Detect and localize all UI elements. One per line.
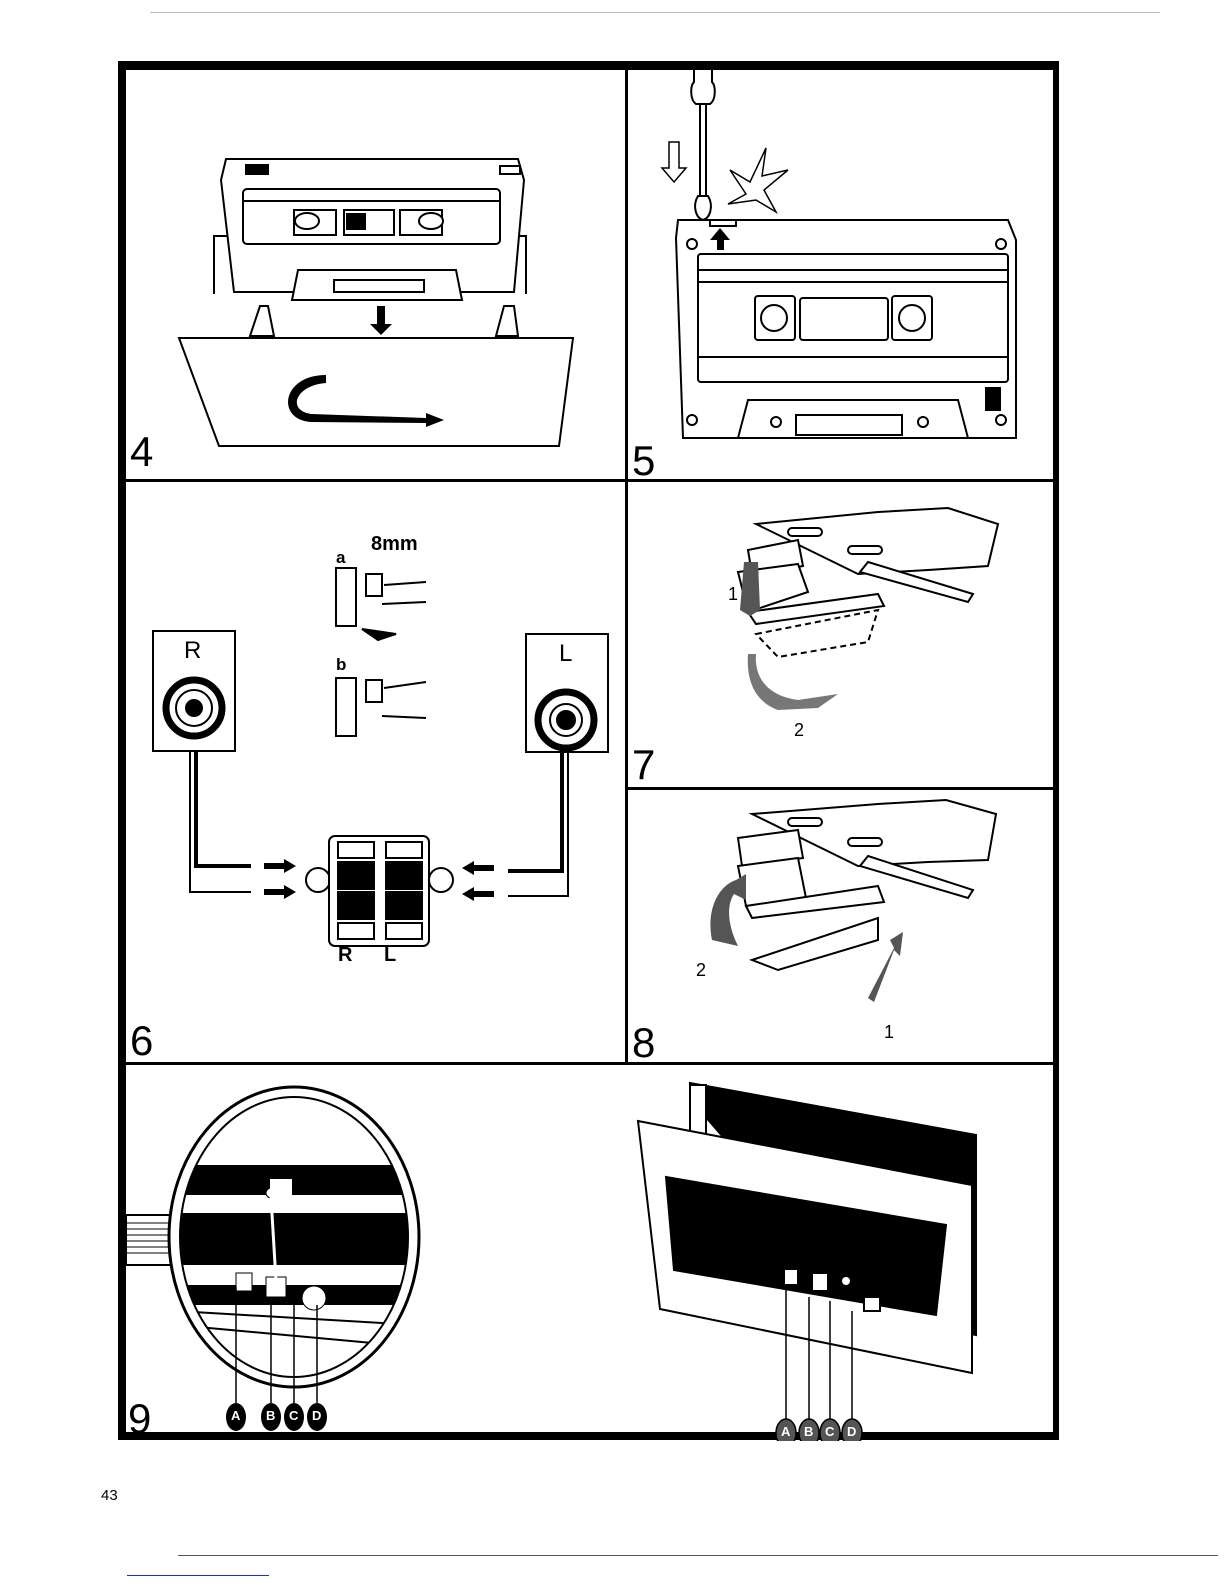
figure-7-panel: 1 2 7 (628, 482, 1053, 787)
cassette-deck-door (638, 1083, 976, 1373)
cassette-tab-illustration (628, 70, 1053, 479)
callout-b-right: B (804, 1424, 813, 1439)
link-underline[interactable] (127, 1575, 269, 1576)
cartridge-headshell (738, 800, 996, 970)
figure-6-number: 6 (130, 1020, 153, 1062)
terminal-r-label: R (338, 944, 352, 967)
step-1-label: 1 (728, 584, 738, 605)
figure-6-panel: 8mm a b R L R L 6 (126, 482, 625, 1062)
cartridge-headshell (738, 508, 998, 624)
step-2-label: 2 (696, 960, 706, 981)
step-2-label: 2 (794, 720, 804, 741)
strip-length-label: 8mm (371, 533, 418, 556)
insert-arrow-down-icon (370, 306, 392, 335)
callout-a-left: A (231, 1408, 240, 1423)
figure-4-panel: 4 (126, 70, 625, 479)
head-cleaning-illustration (126, 1065, 1053, 1441)
step-2-arrow-icon (710, 874, 746, 946)
figure-8-panel: 2 1 8 (628, 790, 1053, 1062)
figure-8-number: 8 (632, 1022, 655, 1062)
step-a-label: a (336, 548, 345, 568)
speaker-terminal-block (306, 836, 453, 946)
figure-9-panel: A B C D A B C D 9 (126, 1065, 1053, 1441)
stylus-removal-illustration (628, 482, 1053, 787)
page-number: 43 (101, 1487, 118, 1504)
callout-c-right: C (825, 1424, 834, 1439)
figure-7-number: 7 (632, 744, 655, 786)
step-1-arrow-icon (868, 932, 903, 1002)
arrow-down-icon (662, 142, 686, 182)
step-1-label: 1 (884, 1022, 894, 1043)
speaker-left-label: L (559, 640, 572, 668)
scan-artifact-bottom (178, 1555, 1218, 1556)
callout-c-left: C (289, 1408, 298, 1423)
stylus-insertion-illustration (628, 790, 1053, 1062)
terminal-l-label: L (384, 944, 396, 967)
figure-9-number: 9 (128, 1398, 151, 1440)
cassette-icon (676, 220, 1016, 438)
callout-b-left: B (266, 1408, 275, 1423)
cassette-icon (221, 159, 524, 300)
figure-grid-frame: 4 (118, 61, 1059, 1440)
cassette-insertion-illustration (126, 70, 625, 479)
scan-artifact-top (150, 12, 1160, 13)
screwdriver-icon (691, 70, 715, 220)
callout-a-right: A (781, 1424, 790, 1439)
step-2-arrow-icon (748, 654, 838, 710)
wire-clip-diagram (336, 568, 426, 736)
magnifier-icon (126, 1087, 419, 1387)
step-1-arrow-icon (740, 562, 760, 616)
break-star-icon (728, 148, 788, 212)
figure-5-panel: 5 (628, 70, 1053, 479)
speaker-connection-illustration (126, 482, 625, 1062)
step-b-label: b (336, 655, 346, 675)
callout-d-right: D (847, 1424, 856, 1439)
speaker-right-label: R (184, 637, 201, 665)
callout-d-left: D (312, 1408, 321, 1423)
figure-5-number: 5 (632, 440, 655, 479)
figure-4-number: 4 (130, 431, 153, 473)
